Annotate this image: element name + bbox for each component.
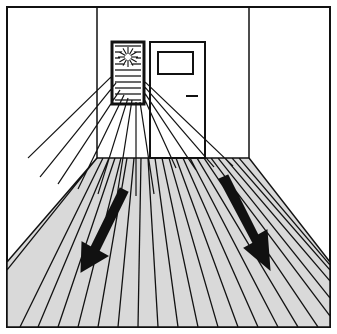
floor-line-12 bbox=[168, 157, 219, 328]
sunburst-ray-11 bbox=[129, 48, 134, 55]
light-ray-5 bbox=[97, 97, 129, 195]
floor-line-20 bbox=[224, 157, 331, 282]
floor-line-11 bbox=[161, 157, 199, 328]
sunburst-ray-5 bbox=[122, 59, 127, 66]
sunburst-ray-2 bbox=[130, 58, 137, 63]
floor-line-19 bbox=[217, 157, 331, 299]
floor-line-22 bbox=[238, 157, 331, 266]
sunburst-ray-3 bbox=[129, 59, 134, 66]
light-rays bbox=[27, 75, 234, 197]
glass-panel-glow bbox=[120, 49, 136, 65]
light-ray-8 bbox=[139, 101, 155, 195]
floor-line-9 bbox=[147, 157, 159, 328]
light-ray-6 bbox=[116, 99, 133, 197]
sunburst-ray-8 bbox=[119, 51, 126, 56]
light-ray-2 bbox=[39, 82, 117, 178]
light-ray-9 bbox=[143, 97, 177, 169]
floor-line-16 bbox=[196, 157, 299, 328]
light-ray-10 bbox=[143, 91, 197, 171]
floor-line-14 bbox=[182, 157, 259, 328]
floor-surface bbox=[6, 157, 331, 328]
door-frame bbox=[149, 41, 206, 159]
light-ray-3 bbox=[57, 89, 121, 185]
light-ray-1 bbox=[27, 75, 113, 159]
floor-line-8 bbox=[137, 157, 142, 328]
door-window bbox=[157, 51, 194, 75]
floor-line-21 bbox=[231, 157, 331, 271]
floor-line-7 bbox=[117, 157, 135, 328]
floor-plane bbox=[6, 157, 331, 328]
sunburst-ray-12 bbox=[130, 51, 137, 56]
left-floor-arrow bbox=[80, 187, 129, 273]
light-ray-12 bbox=[142, 79, 234, 167]
door bbox=[149, 41, 206, 159]
floor-line-6 bbox=[97, 157, 128, 328]
floor-line-13 bbox=[175, 157, 239, 328]
floor-line-4 bbox=[57, 157, 116, 328]
sunburst-ray-9 bbox=[122, 48, 127, 55]
floor-arrows bbox=[80, 174, 271, 273]
floor-line-2 bbox=[19, 157, 104, 328]
floor-line-1 bbox=[6, 157, 98, 271]
floor-line-10 bbox=[154, 157, 179, 328]
floor-line-15 bbox=[189, 157, 279, 328]
light-ray-4 bbox=[77, 94, 125, 190]
right-floor-arrow bbox=[218, 174, 271, 272]
floor-line-3 bbox=[37, 157, 110, 328]
light-ray-11 bbox=[143, 85, 215, 168]
sunburst-ray-6 bbox=[119, 58, 126, 63]
